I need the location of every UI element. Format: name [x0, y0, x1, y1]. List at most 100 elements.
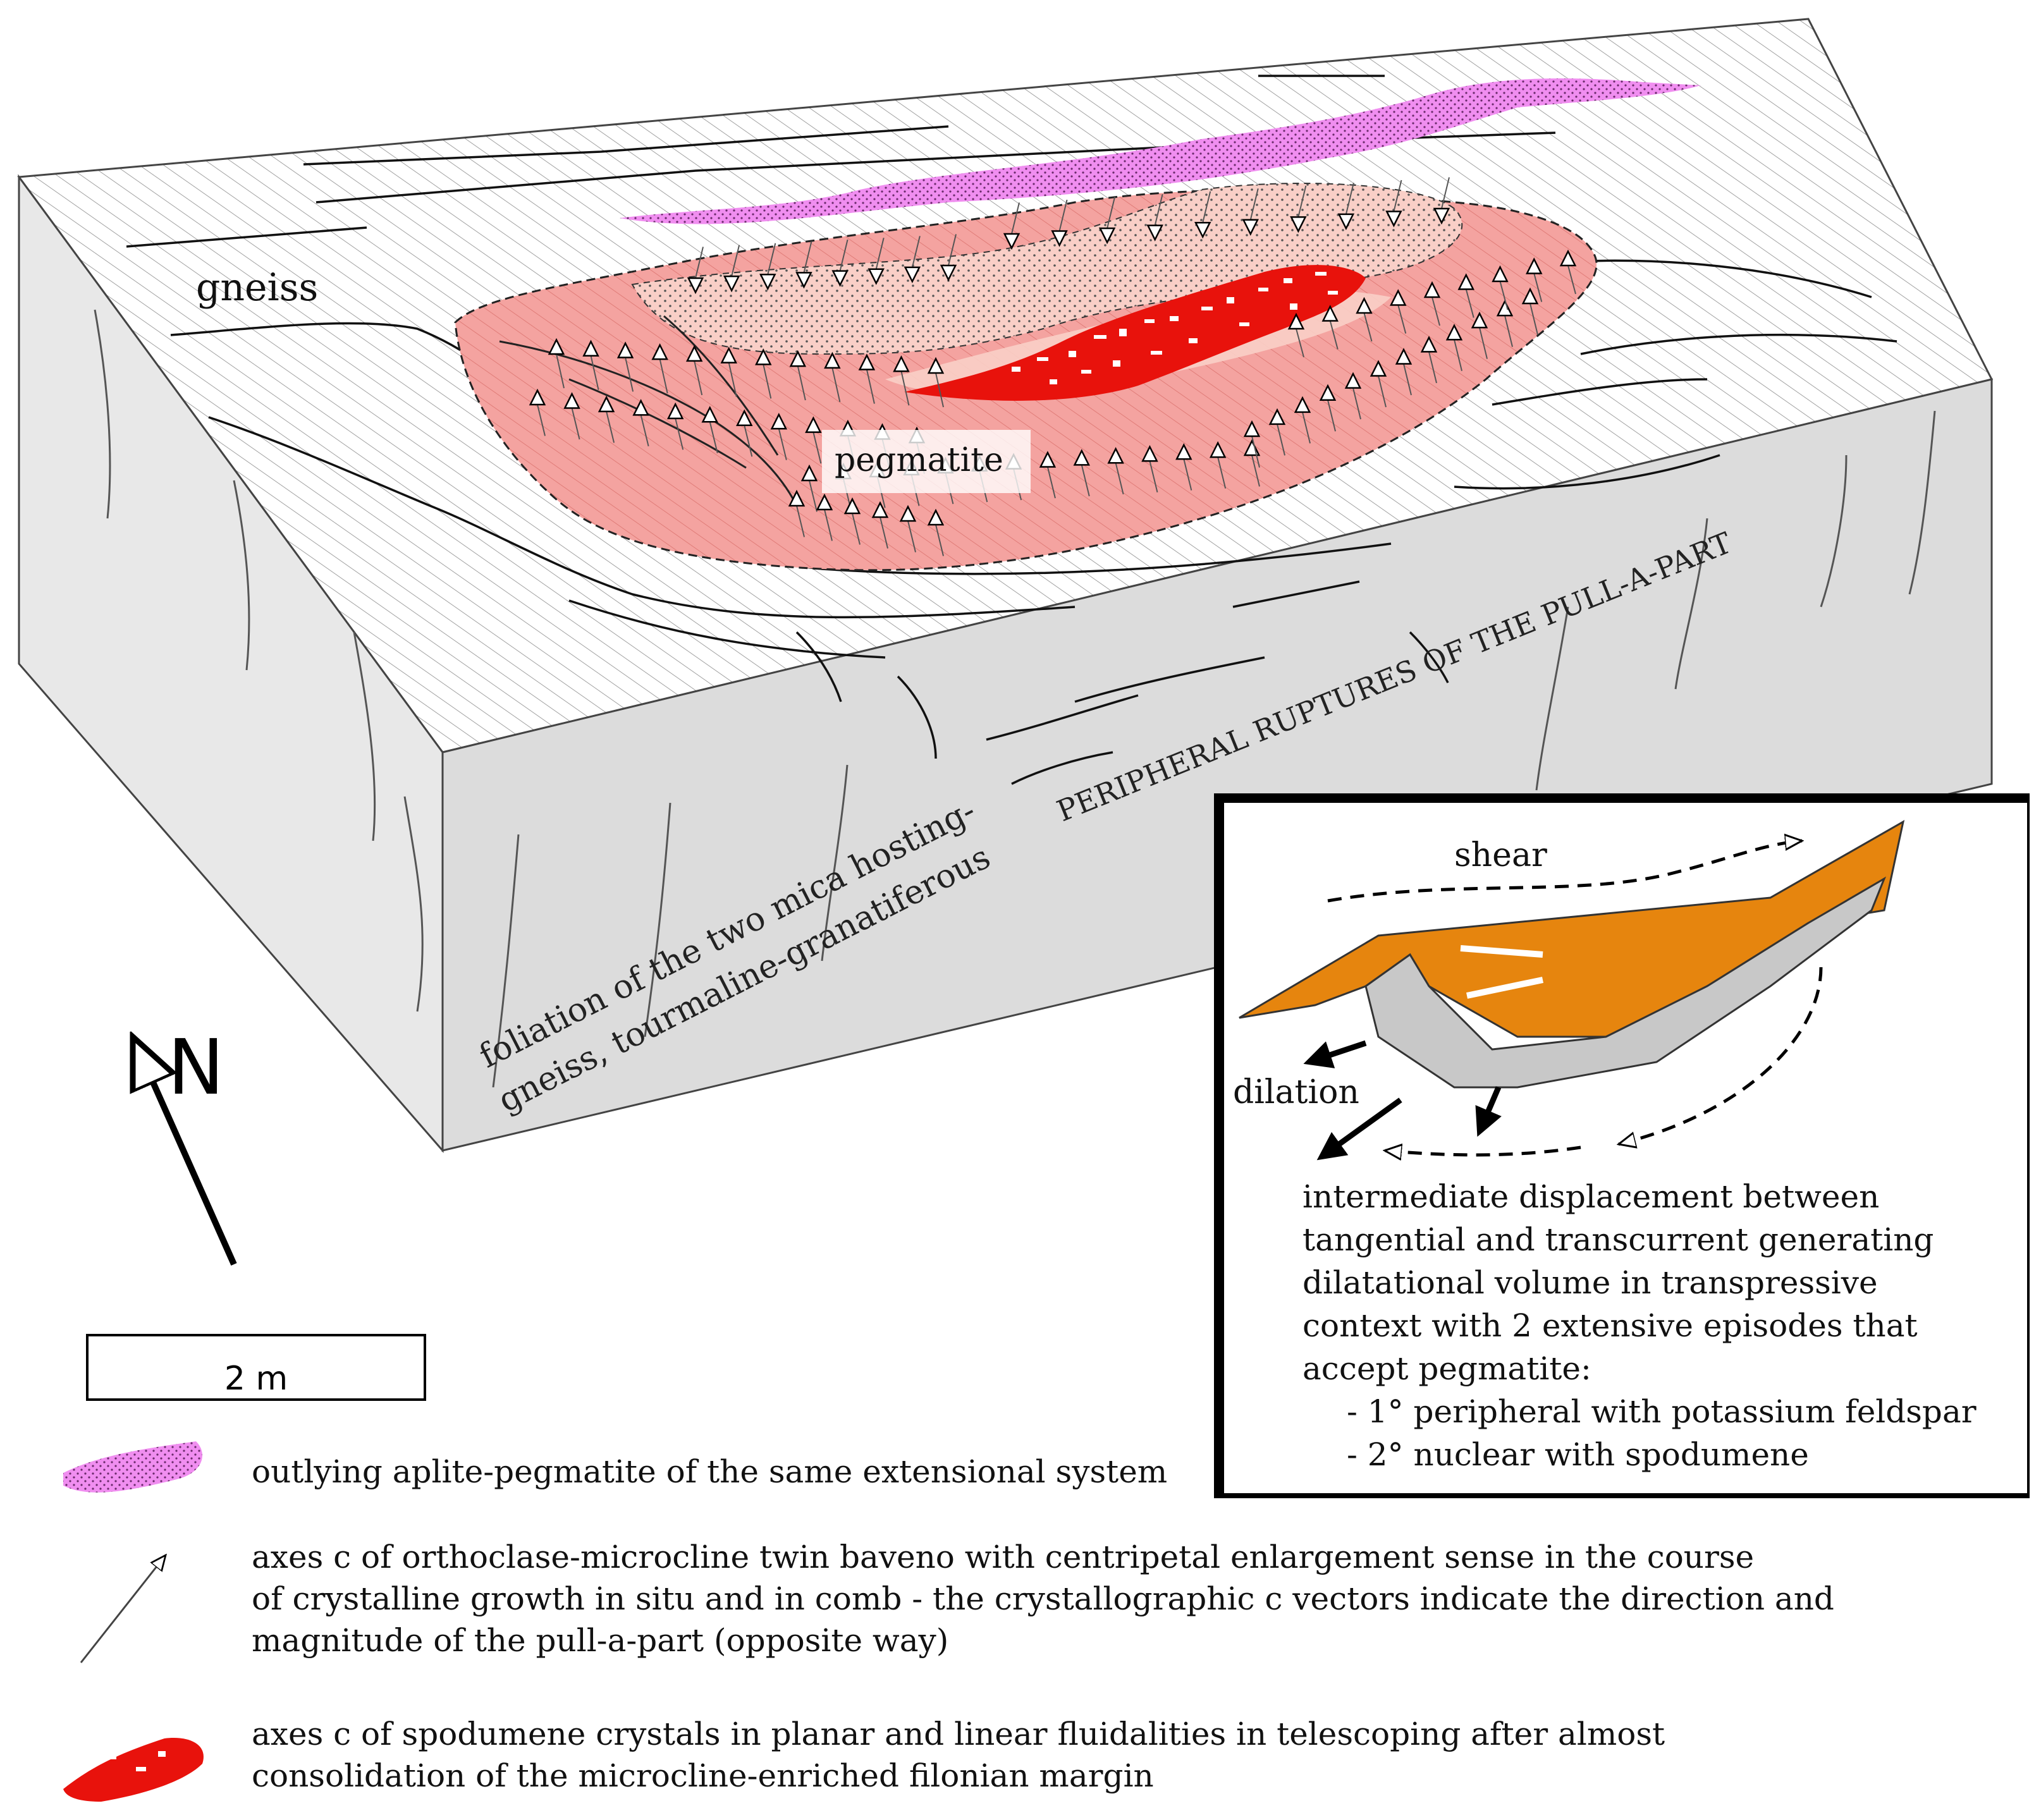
crystal-axis-head: [1433, 207, 1450, 225]
legend: outlying aplite-pegmatite of the same ex…: [63, 1441, 1834, 1802]
crystal-axis-head: [1287, 312, 1305, 330]
crystal-axis-line: [1277, 424, 1285, 456]
legend-entry-line: axes c of spodumene crystals in planar a…: [252, 1716, 1665, 1752]
crystal-axis-head: [1141, 445, 1158, 462]
crystal-axis-head: [1098, 227, 1116, 245]
crystal-axis-line: [1345, 183, 1354, 215]
crystal-axis-head: [927, 357, 945, 374]
crystal-axis-line: [948, 234, 957, 266]
crystal-axis-line: [1441, 177, 1450, 209]
crystal-axis-head: [788, 489, 806, 507]
block-right-face: [441, 378, 1993, 1152]
crystal-axis-head: [1457, 273, 1474, 290]
crystal-axis-line: [537, 404, 546, 436]
crystal-axis-line: [778, 428, 787, 460]
crystal-axis-head: [831, 270, 849, 287]
crystal-axis-line: [1296, 328, 1304, 358]
crystal-axis-head: [800, 464, 818, 482]
inset-panel: shear dilation intermediate displacement…: [1214, 793, 2030, 1498]
legend-entry-line: axes c of orthoclase-microcline twin bav…: [252, 1539, 1754, 1575]
crystal-axis-line: [935, 524, 944, 556]
block-joints: [94, 309, 1936, 1088]
crystal-axis-line: [875, 237, 885, 269]
crystal-axis-line: [571, 408, 580, 440]
pegmatite-label: pegmatite: [835, 441, 1003, 479]
crystal-axis-line: [803, 241, 812, 273]
crystal-axis-head: [1370, 360, 1387, 377]
crystal-axis-line: [1378, 376, 1387, 408]
inset-description-line: - 2° nuclear with spodumene: [1347, 1436, 1809, 1473]
crystal-axis-line: [1011, 202, 1020, 235]
crystal-axis-head: [789, 350, 807, 367]
inset-grey-wall: [1364, 876, 1887, 1089]
crystal-axis-line: [1465, 289, 1474, 318]
dilation-arrows: [1303, 1040, 1502, 1161]
inset-box: [1224, 803, 2027, 1493]
crystal-axis-head: [1395, 348, 1413, 365]
crystal-axis-line: [1249, 188, 1259, 221]
crystal-axis-head: [795, 272, 812, 289]
crystal-axis-head: [1209, 441, 1227, 458]
crystal-axis-line: [1431, 296, 1440, 326]
crystal-axis-line: [1058, 199, 1068, 231]
crystal-axis-head: [1194, 221, 1211, 239]
crystal-axis-line: [831, 367, 841, 403]
inset-description-line: dilatational volume in transpressive: [1302, 1264, 1878, 1301]
inset-description-line: tangential and transcurrent generating: [1302, 1221, 1934, 1258]
crystal-axis-head: [1175, 443, 1192, 460]
crystal-axis-head: [1420, 336, 1438, 353]
legend-entry-line: consolidation of the microcline-enriched…: [252, 1757, 1154, 1794]
crystal-axis-head: [805, 416, 822, 433]
crystal-axis-line: [606, 411, 615, 443]
crystal-axis-head: [720, 346, 737, 363]
crystal-axis-line: [839, 239, 849, 271]
crystal-axis-head: [770, 412, 788, 430]
crystal-axis-head: [755, 348, 772, 365]
crystal-axis-line: [675, 418, 684, 450]
crystal-axis-head: [666, 402, 684, 420]
crystal-axis-line: [1327, 400, 1336, 432]
crystal-axis-line: [709, 422, 718, 454]
crystal-axis-line: [1251, 436, 1260, 468]
crystal-axis-line: [1217, 456, 1227, 489]
crystal-axis-line: [731, 245, 740, 277]
legend-text: outlying aplite-pegmatite of the same ex…: [252, 1453, 1834, 1794]
shear-arrow-bottom-left: [1385, 1147, 1581, 1155]
crystal-axis-line: [1529, 303, 1538, 335]
crystal-axis-head: [651, 343, 668, 360]
crystal-axis-line: [763, 364, 772, 399]
crystal-axis-head: [1496, 299, 1514, 317]
crystal-axis-line: [1302, 412, 1311, 444]
crystal-axis-head: [529, 388, 546, 406]
inset-dilation-label: dilation: [1233, 1073, 1359, 1111]
crystal-axis-line: [659, 358, 668, 394]
crystal-axis-line: [1329, 321, 1339, 350]
legend-entry-line: outlying aplite-pegmatite of the same ex…: [252, 1453, 1167, 1490]
north-arrow: N: [130, 1024, 237, 1266]
crystal-axis-head: [687, 277, 704, 295]
crystal-axis-line: [935, 372, 944, 408]
outlying-aplite-pegmatite: [620, 78, 1701, 224]
crystal-axis-head: [685, 345, 703, 362]
crystal-axis-head: [1445, 324, 1463, 341]
crystal-axis-head: [1073, 449, 1090, 466]
crystal-axis-line: [1504, 315, 1513, 347]
crystal-axis-line: [1479, 327, 1488, 359]
crystal-axis-head: [1039, 451, 1057, 468]
crystal-axis-head: [1003, 233, 1020, 250]
crystal-axis-head: [548, 338, 565, 355]
shear-arrow-top: [1327, 841, 1802, 903]
crystal-axis-line: [812, 432, 822, 464]
gneiss-label: gneiss: [196, 266, 318, 310]
pegmatite-body: [454, 183, 1598, 571]
crystal-axis-line: [900, 371, 910, 406]
crystal-axis-line: [590, 355, 599, 390]
crystal-axis-head: [1319, 384, 1337, 401]
crystal-axis-line: [824, 509, 833, 541]
crystal-axis-line: [1251, 455, 1260, 487]
crystal-axis-head: [1243, 420, 1261, 437]
crystal-axis-head: [1471, 311, 1488, 329]
crystal-axis-line: [728, 362, 737, 397]
legend-entry-line: of crystalline growth in situ and in com…: [252, 1580, 1834, 1617]
crystal-axis-line: [1154, 193, 1163, 226]
